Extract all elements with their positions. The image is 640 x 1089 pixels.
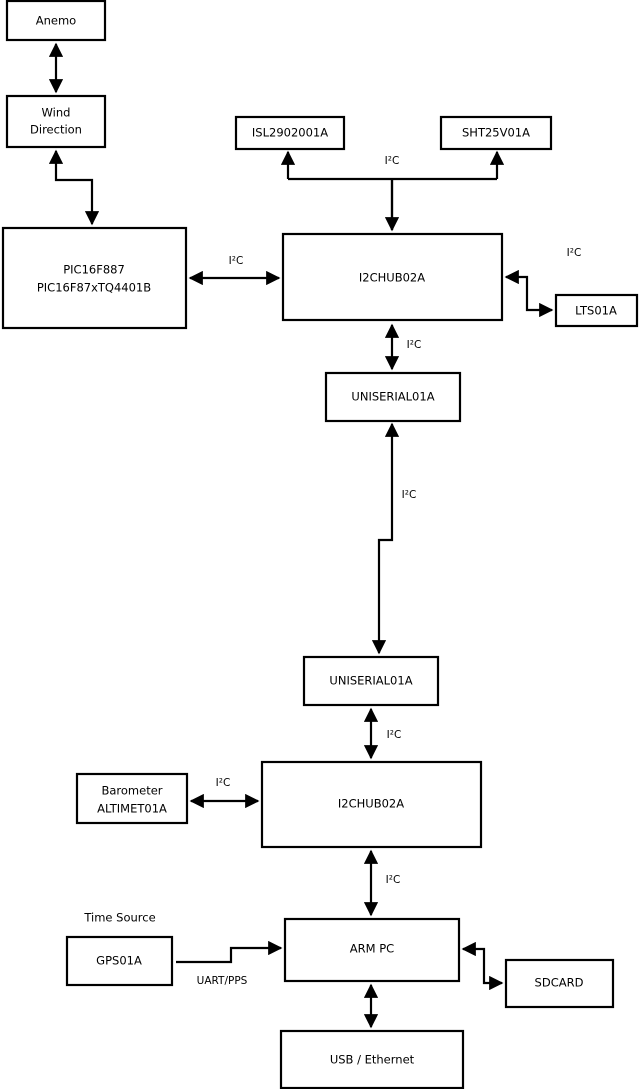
edge-uniserial-link: I²C [371, 422, 417, 655]
node-label-isl2902001a: ISL2902001A [252, 126, 328, 140]
node-label-pic-line2: PIC16F87xTQ4401B [37, 281, 151, 295]
edge-label-pic-hub: I²C [229, 255, 244, 267]
edge-pic-hub-top: I²C [188, 255, 281, 286]
node-label-usb-ethernet: USB / Ethernet [330, 1053, 415, 1067]
node-label-i2chub02a-top: I2CHUB02A [359, 271, 425, 285]
node-gps01a[interactable]: GPS01A [65, 935, 174, 987]
edge-label-isl-sht-bus: I²C [385, 155, 400, 167]
node-label-sdcard: SDCARD [535, 976, 584, 990]
edge-gps-armpc: UART/PPS [176, 940, 283, 987]
node-usb-ethernet[interactable]: USB / Ethernet [279, 1029, 465, 1089]
edge-label-gps-armpc: UART/PPS [197, 975, 248, 987]
node-uniserial01a-top[interactable]: UNISERIAL01A [324, 371, 462, 423]
node-label-arm-pc: ARM PC [350, 942, 394, 956]
edge-uniserial-bot-hub: I²C [363, 707, 402, 760]
node-label-gps01a: GPS01A [96, 954, 142, 968]
edge-wind-pic [48, 149, 100, 226]
edge-label-hub-armpc: I²C [386, 874, 401, 886]
edge-hub-isl-sht: I²C [280, 150, 505, 232]
node-sdcard[interactable]: SDCARD [504, 958, 615, 1009]
node-label-wind-direction-line1: Wind [42, 106, 71, 120]
node-uniserial01a-bottom[interactable]: UNISERIAL01A [302, 655, 440, 707]
edge-label-uniserial-link: I²C [402, 489, 417, 501]
node-anemo[interactable]: Anemo [5, 0, 107, 42]
node-label-anemo: Anemo [36, 14, 76, 28]
label-time-source: Time Source [83, 911, 155, 925]
edge-label-uniserial-bot-hub: I²C [387, 729, 402, 741]
edge-hub-lts: I²C [504, 247, 582, 318]
node-isl2902001a[interactable]: ISL2902001A [234, 115, 346, 151]
edge-armpc-sdcard [461, 941, 504, 991]
node-label-barometer-line1: Barometer [101, 784, 162, 798]
edge-label-hub-uniserial-top: I²C [407, 339, 422, 351]
node-i2chub02a-top[interactable]: I2CHUB02A [281, 232, 504, 322]
edge-label-hub-lts: I²C [567, 247, 582, 259]
node-wind-direction[interactable]: Wind Direction [5, 94, 107, 149]
node-label-i2chub02a-bottom: I2CHUB02A [338, 797, 404, 811]
node-sht25v01a[interactable]: SHT25V01A [439, 115, 553, 151]
edge-baro-hub: I²C [189, 777, 260, 809]
node-label-pic-line1: PIC16F887 [63, 263, 125, 277]
edge-hub-uniserial-top: I²C [384, 323, 422, 371]
node-lts01a[interactable]: LTS01A [554, 293, 639, 328]
node-pic[interactable]: PIC16F887 PIC16F87xTQ4401B [1, 226, 188, 330]
edge-hub-armpc: I²C [363, 849, 401, 917]
node-label-sht25v01a: SHT25V01A [462, 126, 530, 140]
node-label-barometer-line2: ALTIMET01A [97, 802, 167, 816]
node-label-uniserial01a-bottom: UNISERIAL01A [329, 674, 412, 688]
node-arm-pc[interactable]: ARM PC [283, 917, 461, 983]
node-label-wind-direction-line2: Direction [30, 123, 82, 137]
node-label-uniserial01a-top: UNISERIAL01A [351, 390, 434, 404]
edge-label-baro-hub: I²C [216, 777, 231, 789]
node-barometer[interactable]: Barometer ALTIMET01A [75, 772, 189, 825]
node-i2chub02a-bottom[interactable]: I2CHUB02A [260, 760, 483, 849]
node-label-lts01a: LTS01A [575, 304, 617, 318]
